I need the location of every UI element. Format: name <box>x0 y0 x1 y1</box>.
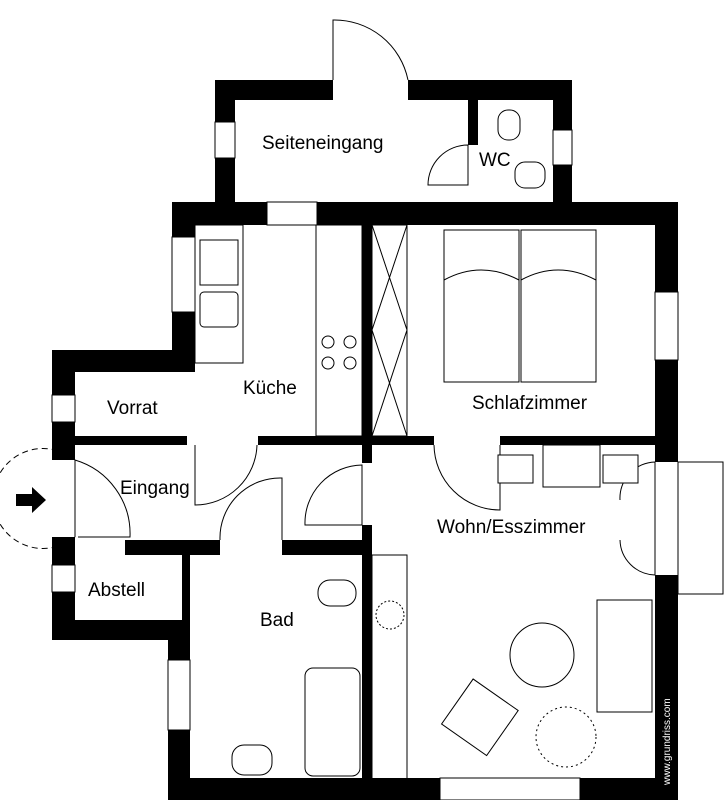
walls <box>52 80 678 800</box>
doors <box>0 19 656 576</box>
room-label-eingang: Eingang <box>120 478 190 499</box>
room-label-bad: Bad <box>260 610 294 631</box>
entrance-arrow-icon <box>16 487 46 513</box>
windows <box>51 121 724 800</box>
room-label-seiteneingang: Seiteneingang <box>262 133 384 154</box>
room-label-abstell: Abstell <box>88 580 145 601</box>
furniture <box>194 109 653 781</box>
room-labels: Seiteneingang WC Küche Schlafzimmer Vorr… <box>88 133 673 786</box>
watermark: www.grundriss.com <box>662 698 673 786</box>
room-label-wc: WC <box>479 150 511 171</box>
room-label-schlafzimmer: Schlafzimmer <box>472 393 588 414</box>
room-label-vorrat: Vorrat <box>107 398 158 419</box>
room-label-kueche: Küche <box>243 378 297 399</box>
room-label-wohn-esszimmer: Wohn/Esszimmer <box>437 517 586 538</box>
